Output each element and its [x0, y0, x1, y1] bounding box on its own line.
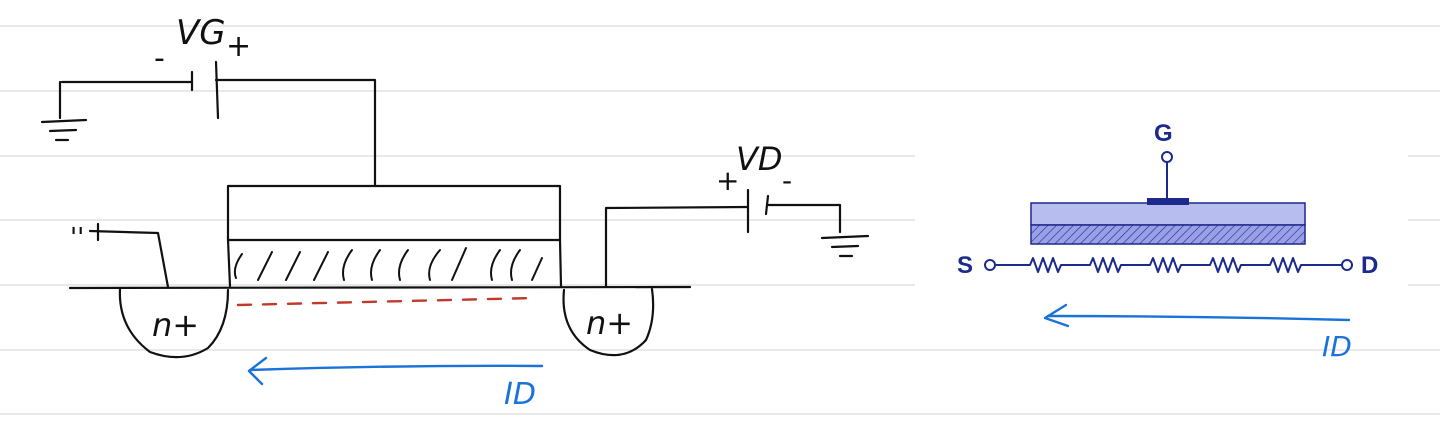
vg-label: VG [176, 13, 226, 53]
drain-region-label: n+ [586, 304, 633, 342]
vd-label: VD [736, 140, 783, 178]
mosfet-schematic [984, 151, 1353, 273]
gate-oxide [1030, 224, 1306, 245]
substrate-surface [68, 285, 692, 290]
current-arrow-right [1043, 303, 1351, 328]
ground-symbol-gate [40, 118, 88, 142]
source-node [984, 259, 996, 271]
source-well [118, 287, 230, 359]
vd-plus: + [716, 164, 739, 197]
drain-node [1341, 259, 1353, 271]
vg-plus: + [226, 29, 251, 64]
drain-well [562, 287, 655, 357]
current-label-left: ID [504, 377, 536, 412]
ruled-lines [0, 25, 1440, 415]
gate-contact [1147, 198, 1189, 205]
drain-circuit [604, 188, 870, 289]
gate-label: G [1154, 120, 1173, 147]
source-terminal [88, 222, 170, 289]
vg-minus: - [154, 41, 165, 76]
mosfet-sketch [40, 60, 870, 359]
source-region-label: n+ [152, 306, 199, 344]
gate-electrode [1030, 202, 1306, 226]
resistor-chain [995, 257, 1342, 273]
current-label-right: ID [1322, 330, 1352, 363]
vd-minus: - [782, 164, 792, 197]
current-arrow-left [247, 356, 544, 386]
inversion-channel [236, 296, 536, 307]
gate-node [1161, 151, 1173, 163]
drain-label: D [1361, 252, 1378, 279]
gate-circuit [40, 60, 377, 188]
ground-symbol-drain [820, 234, 870, 258]
gate-stack [226, 184, 563, 288]
source-terminal-mark: '' [70, 223, 84, 253]
oxide-hatching [233, 247, 543, 281]
source-label: S [957, 252, 973, 279]
